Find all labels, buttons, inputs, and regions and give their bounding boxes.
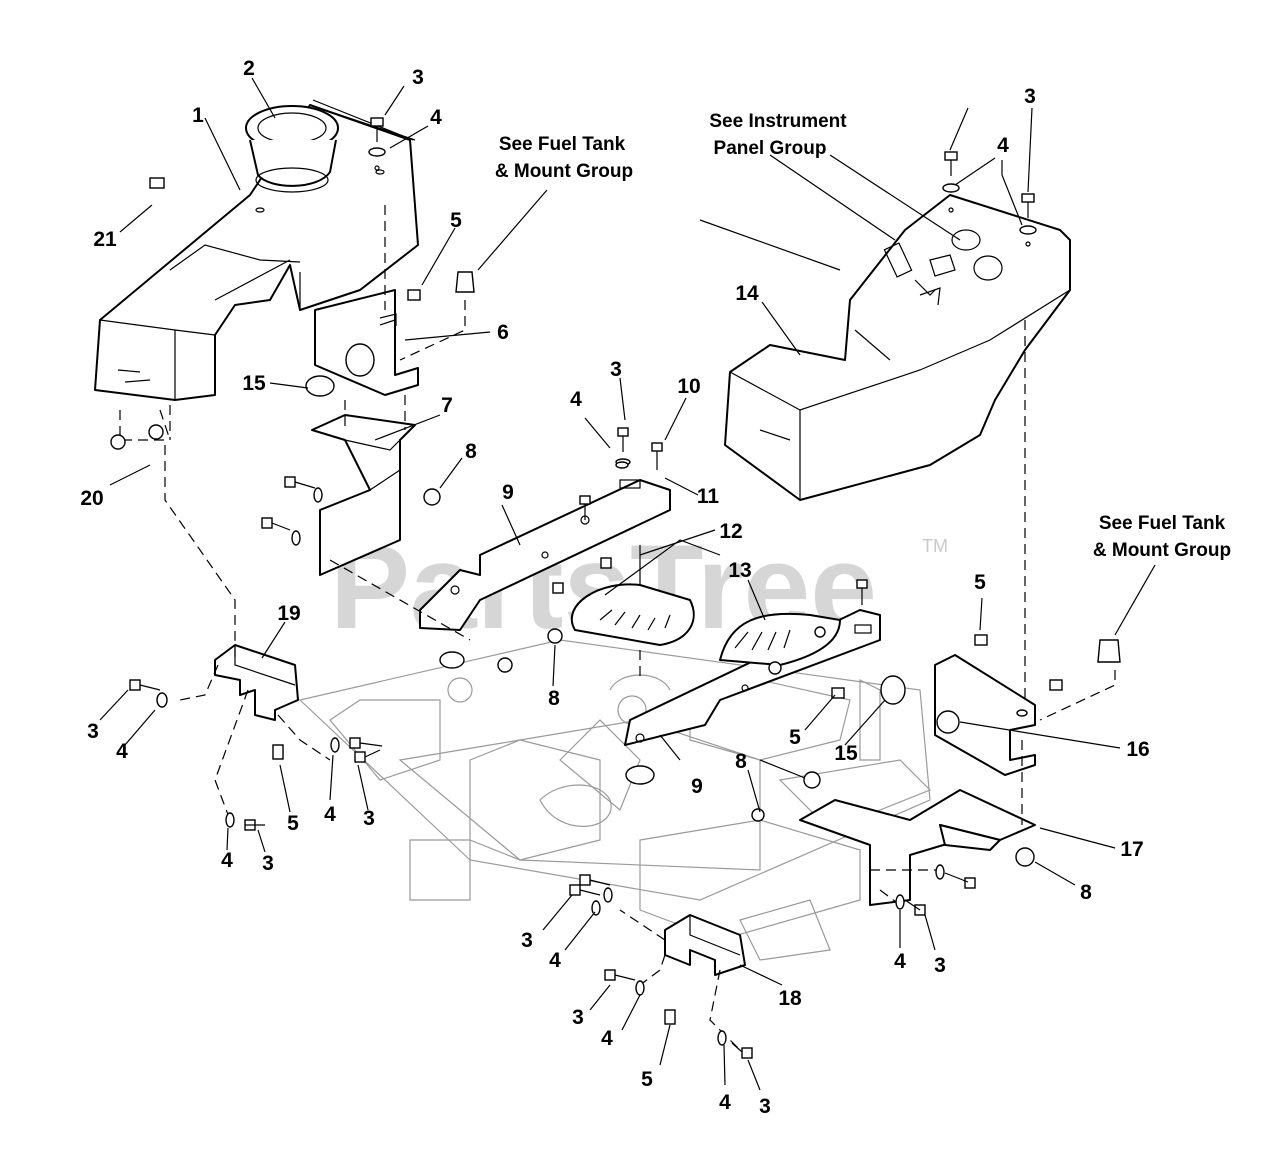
part-1-left-hood [94, 99, 419, 401]
part-number-label: 8 [548, 687, 560, 710]
callout-see-fuel-tank-left: See Fuel Tank & Mount Group [495, 134, 633, 182]
part-number-label: 4 [430, 106, 442, 129]
part-number-label: 15 [834, 742, 858, 765]
leader-lines [99, 77, 1156, 1091]
part-number-label: 5 [450, 209, 462, 232]
part-18-front-bracket [664, 914, 746, 976]
part-number-label: 13 [728, 559, 751, 582]
part-number-label: 4 [116, 740, 128, 763]
part-number-label: 3 [572, 1006, 584, 1029]
part-number-label: 3 [934, 954, 946, 977]
part-9-rail-plate-lower [624, 609, 881, 746]
part-number-label: 4 [601, 1027, 613, 1050]
part-number-label: 5 [287, 812, 299, 835]
bolt-icon [129, 117, 1037, 1059]
part-number-label: 3 [412, 66, 424, 89]
callout-line: & Mount Group [495, 161, 633, 182]
part-number-label: 5 [974, 571, 986, 594]
part-16-right-bracket [934, 654, 1036, 776]
part-6-tank-bracket [314, 289, 419, 396]
part-number-label: 1 [192, 104, 204, 127]
part-number-label: 9 [691, 775, 703, 798]
part-number-label: 4 [719, 1091, 731, 1114]
hardware [110, 117, 1121, 1059]
part-number-label: 18 [778, 987, 802, 1010]
part-number-label: 20 [80, 487, 103, 510]
callout-line: See Instrument [709, 111, 847, 132]
part-number-label: 3 [521, 929, 533, 952]
part-number-label: 4 [570, 388, 582, 411]
part-number-label: 11 [697, 485, 720, 508]
part-number-label: 10 [677, 375, 700, 398]
part-number-label: 3 [610, 358, 622, 381]
part-number-label: 3 [759, 1095, 771, 1118]
part-number-label: 9 [502, 481, 514, 504]
part-number-label: 4 [221, 849, 233, 872]
part-9-rail-plate-upper [419, 479, 671, 631]
part-number-label: 16 [1126, 738, 1149, 761]
part-number-label: 21 [93, 228, 117, 251]
nut-icon [110, 177, 1121, 1025]
callout-see-instrument-panel: See Instrument Panel Group [709, 111, 847, 159]
part-number-labels: 2 3 1 4 21 5 6 15 7 8 20 3 4 10 9 11 12 … [80, 57, 1149, 1118]
watermark-trademark: TM [922, 536, 948, 556]
callout-line: Panel Group [714, 138, 827, 159]
part-number-label: 8 [465, 440, 477, 463]
part-number-label: 14 [735, 282, 759, 305]
part-14-right-hood [724, 194, 1071, 501]
part-number-label: 3 [262, 852, 274, 875]
callout-line: See Fuel Tank [1099, 513, 1226, 534]
part-number-label: 8 [735, 750, 747, 773]
part-number-label: 6 [497, 321, 509, 344]
part-12-13-seat-plate [570, 539, 721, 646]
part-number-label: 5 [641, 1068, 653, 1091]
callout-see-fuel-tank-right: See Fuel Tank & Mount Group [1093, 513, 1231, 561]
part-7-lower-bracket [311, 414, 416, 576]
part-number-label: 4 [549, 949, 561, 972]
part-number-label: 17 [1120, 838, 1143, 861]
part-number-label: 4 [894, 950, 906, 973]
callout-line: & Mount Group [1093, 540, 1231, 561]
part-17-right-lower-bracket [799, 789, 1036, 906]
callout-line: See Fuel Tank [499, 134, 626, 155]
part-number-label: 3 [363, 807, 375, 830]
part-number-label: 12 [719, 520, 742, 543]
part-number-label: 3 [1024, 85, 1036, 108]
part-number-label: 7 [441, 394, 453, 417]
part-number-label: 8 [1080, 881, 1092, 904]
part-number-label: 5 [789, 726, 801, 749]
part-number-label: 2 [243, 57, 255, 80]
part-number-label: 19 [277, 602, 300, 625]
part-number-label: 4 [997, 134, 1009, 157]
part-number-label: 15 [242, 372, 266, 395]
part-number-label: 3 [87, 720, 99, 743]
part-19-left-front-bracket [214, 644, 299, 721]
part-number-label: 4 [324, 803, 336, 826]
